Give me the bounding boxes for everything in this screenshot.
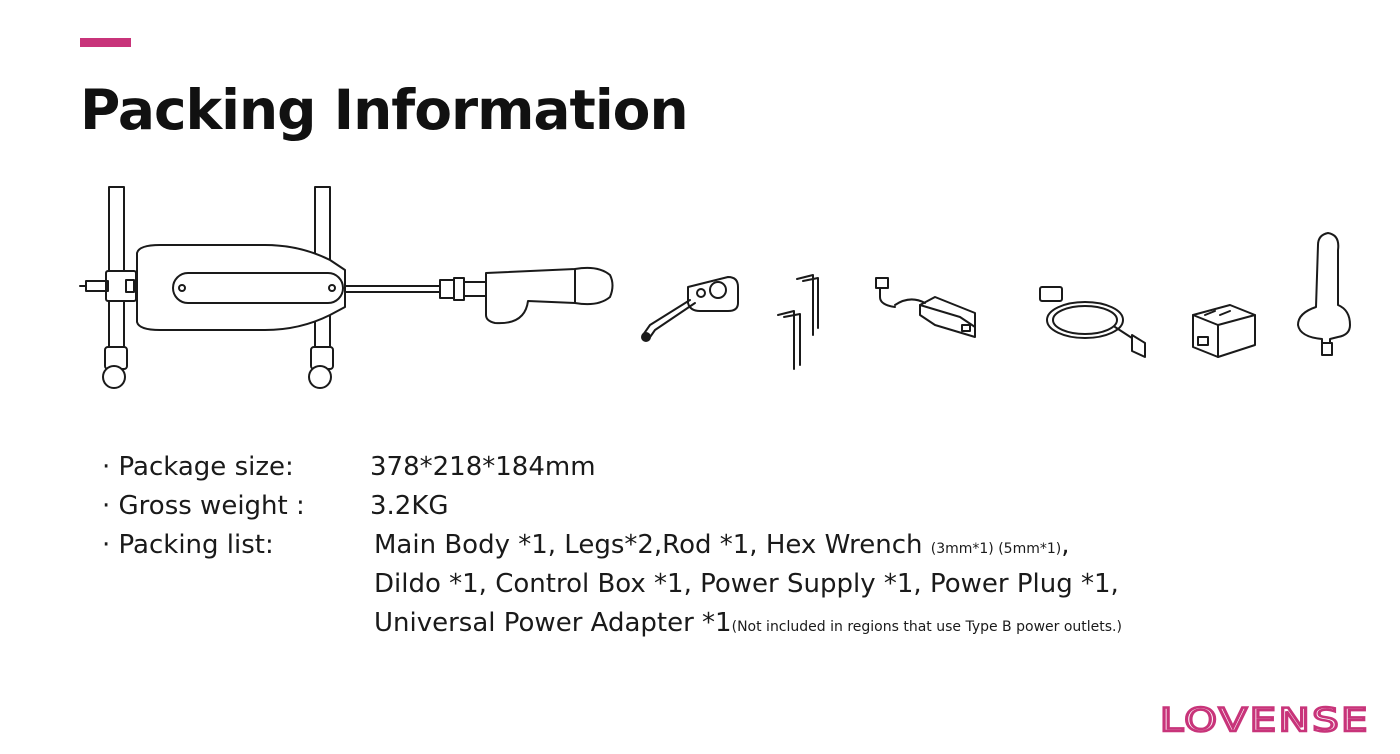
spec-value: 3.2KG [370, 491, 449, 521]
spec-label: · Package size: [102, 452, 294, 482]
universal-adapter-icon [1192, 304, 1256, 358]
packing-list-items: Main Body *1, Legs*2,Rod *1, Hex Wrench … [374, 526, 1122, 643]
spec-label: · Gross weight : [102, 491, 305, 521]
packing-list-line: Dildo *1, Control Box *1, Power Supply *… [374, 565, 1122, 604]
packing-list-line: Main Body *1, Legs*2,Rod *1, Hex Wrench … [374, 526, 1122, 565]
packing-list-text: Main Body *1, Legs*2,Rod *1, Hex Wrench [374, 530, 931, 560]
spec-label: · Packing list: [102, 530, 274, 560]
power-plug-cable-icon [1039, 286, 1146, 358]
dildo-icon [1297, 232, 1351, 356]
logo-text: LOVENSE [1160, 702, 1370, 736]
packing-list-note: (Not included in regions that use Type B… [731, 619, 1122, 635]
control-box-wired-icon [641, 276, 739, 342]
title-accent-bar [80, 38, 131, 47]
hex-wrench-icon [777, 274, 819, 370]
page-title: Packing Information [80, 78, 689, 142]
machine-with-legs-icon [79, 186, 614, 389]
spec-value: 378*218*184mm [370, 452, 596, 482]
power-supply-icon [875, 277, 976, 338]
packing-list-note: (3mm*1) (5mm*1) [930, 541, 1062, 557]
lovense-logo: LOVENSE [1160, 702, 1370, 736]
packing-list-text: Dildo *1, Control Box *1, Power Supply *… [374, 569, 1119, 599]
packing-list-text: Universal Power Adapter *1 [374, 608, 732, 638]
packing-list-text: , [1061, 530, 1070, 560]
packing-list-line: Universal Power Adapter *1(Not included … [374, 604, 1122, 643]
product-illustrations [79, 186, 1351, 389]
